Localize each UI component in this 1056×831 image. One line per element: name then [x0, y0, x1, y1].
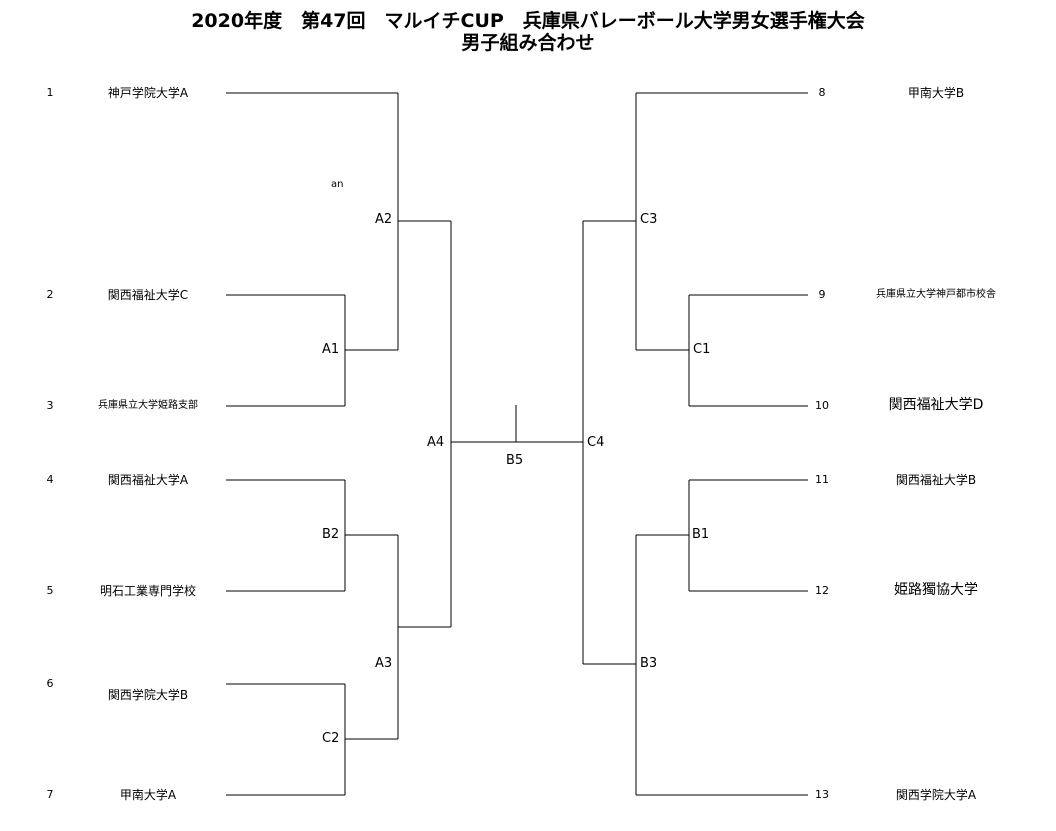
match-label-b2: B2	[322, 527, 340, 542]
match-label-a1: A1	[322, 342, 340, 357]
page-subtitle: 男子組み合わせ	[461, 32, 595, 54]
match-label-b5: B5	[506, 453, 524, 468]
team-name: 兵庫県立大学神戸都市校舎	[876, 289, 996, 300]
match-label-c2: C2	[322, 731, 340, 746]
team-name: 関西福祉大学A	[107, 473, 189, 487]
seed-number: 13	[815, 788, 829, 801]
seed-number: 1	[46, 86, 54, 99]
match-label-b3: B3	[640, 656, 658, 671]
seed-number: 8	[818, 86, 826, 99]
match-label-a3: A3	[375, 656, 393, 671]
team-name: 兵庫県立大学姫路支部	[98, 400, 198, 411]
team-name: 甲南大学A	[119, 788, 177, 802]
page-title: 2020年度 第47回 マルイチCUP 兵庫県バレーボール大学男女選手権大会	[191, 10, 865, 32]
note-text: an	[331, 179, 344, 190]
seed-number: 11	[815, 473, 829, 486]
team-name: 関西学院大学A	[895, 788, 977, 802]
match-label-a4: A4	[427, 435, 445, 450]
seed-number: 3	[46, 399, 54, 412]
team-name: 関西福祉大学D	[888, 397, 984, 413]
match-label-c1: C1	[693, 342, 711, 357]
team-name: 神戸学院大学A	[107, 86, 189, 100]
team-name: 明石工業専門学校	[99, 584, 196, 598]
team-name: 関西学院大学B	[107, 688, 189, 702]
match-label-b1: B1	[692, 527, 710, 542]
seed-number: 5	[46, 584, 54, 597]
seed-number: 6	[46, 677, 54, 690]
seed-number: 12	[815, 584, 829, 597]
seed-number: 9	[818, 288, 826, 301]
team-name: 甲南大学B	[907, 86, 965, 100]
seed-number: 7	[46, 788, 54, 801]
match-label-c3: C3	[640, 212, 658, 227]
seed-number: 2	[46, 288, 54, 301]
team-name: 関西福祉大学B	[895, 473, 977, 487]
team-name: 関西福祉大学C	[107, 288, 189, 302]
seed-number: 4	[46, 473, 54, 486]
match-label-c4: C4	[587, 435, 605, 450]
seed-number: 10	[815, 399, 829, 412]
team-name: 姫路獨協大学	[894, 582, 978, 598]
match-label-a2: A2	[375, 212, 393, 227]
